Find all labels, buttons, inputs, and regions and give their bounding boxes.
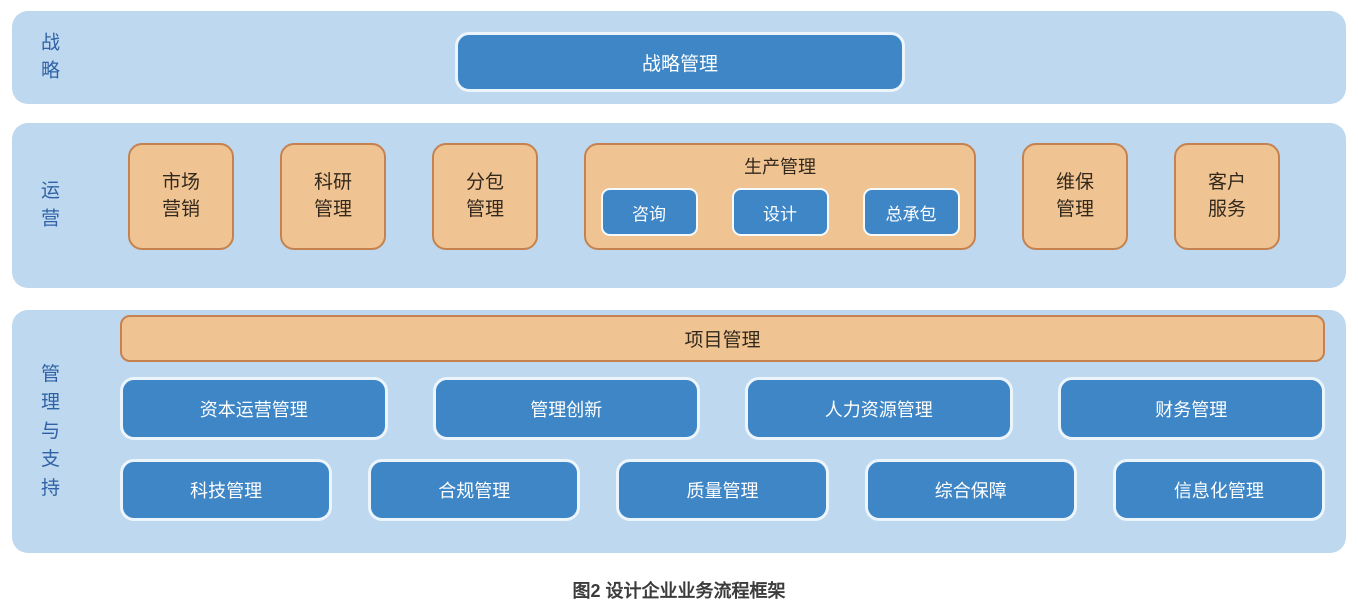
- ops-box-maintenance-management: 维保 管理: [1022, 143, 1128, 250]
- production-sub-row: 咨询 设计 总承包: [600, 188, 960, 236]
- management-support-content: 项目管理 资本运营管理 管理创新 人力资源管理 财务管理 科技管理 合规管理 质…: [120, 315, 1326, 521]
- mgmt-box-quality: 质量管理: [616, 459, 829, 521]
- production-sub-epc: 总承包: [862, 188, 960, 236]
- management-support-band-label: 管 理 与 支 持: [41, 363, 62, 499]
- mgmt-box-capital-operations: 资本运营管理: [120, 377, 388, 440]
- strategy-management-box: 战略管理: [455, 32, 905, 92]
- mgmt-box-technology: 科技管理: [120, 459, 333, 521]
- production-management-group: 生产管理 咨询 设计 总承包: [584, 143, 976, 250]
- mgmt-box-human-resources: 人力资源管理: [745, 377, 1013, 440]
- project-management-bar: 项目管理: [120, 315, 1325, 362]
- strategy-band: 战 略 战略管理: [12, 11, 1346, 104]
- operations-band-label: 运 营: [41, 180, 62, 230]
- figure-caption: 图2 设计企业业务流程框架: [572, 581, 786, 601]
- management-support-band: 管 理 与 支 持 项目管理 资本运营管理 管理创新 人力资源管理 财务管理 科…: [12, 310, 1346, 553]
- ops-box-research-management: 科研 管理: [280, 143, 386, 250]
- ops-box-customer-service: 客户 服务: [1174, 143, 1280, 250]
- strategy-band-label: 战 略: [41, 32, 62, 82]
- operations-row: 市场 营销 科研 管理 分包 管理 生产管理 咨询 设计 总承包 维保 管理 客…: [128, 143, 1280, 250]
- production-management-title: 生产管理: [744, 157, 816, 177]
- ops-box-subcontract-management: 分包 管理: [432, 143, 538, 250]
- mgmt-box-management-innovation: 管理创新: [432, 377, 700, 440]
- management-row-2: 资本运营管理 管理创新 人力资源管理 财务管理: [120, 377, 1325, 440]
- production-sub-consulting: 咨询: [600, 188, 698, 236]
- mgmt-box-finance: 财务管理: [1057, 377, 1325, 440]
- ops-box-marketing: 市场 营销: [128, 143, 234, 250]
- production-sub-design: 设计: [731, 188, 829, 236]
- management-row-3: 科技管理 合规管理 质量管理 综合保障 信息化管理: [120, 459, 1326, 521]
- operations-band: 运 营 市场 营销 科研 管理 分包 管理 生产管理 咨询 设计 总承包 维保 …: [12, 123, 1346, 288]
- mgmt-box-comprehensive-support: 综合保障: [864, 459, 1077, 521]
- mgmt-box-compliance: 合规管理: [368, 459, 581, 521]
- mgmt-box-informatization: 信息化管理: [1112, 459, 1326, 521]
